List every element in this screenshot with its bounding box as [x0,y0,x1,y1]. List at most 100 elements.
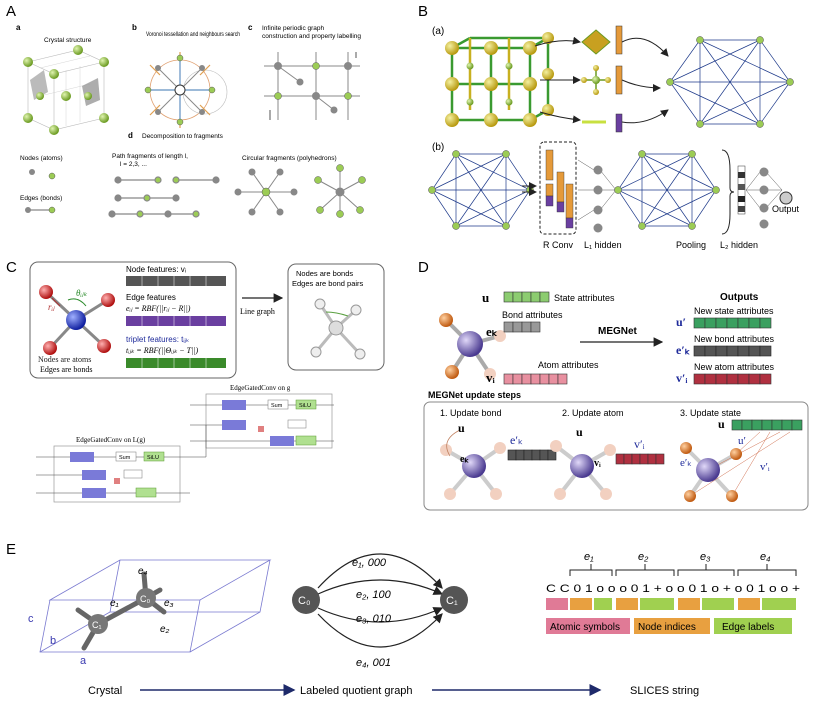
megnet-label: MEGNet [598,326,638,337]
flow-quotient: Labeled quotient graph [300,685,413,697]
circular-fragment-2 [314,164,366,218]
u-symbol: u [482,290,489,305]
rconv-label: R Conv [543,240,574,250]
edge-e4-label: e₄, 001 [356,657,391,669]
axis-a: a [80,655,87,667]
hidden-layer-2 [745,167,783,229]
step3-vector [731,419,803,431]
slices-e1: e₁ [584,551,594,563]
new-state-label: New state attributes [694,306,774,316]
new-bond-vector [693,345,772,357]
slices-braces [569,564,797,576]
egc-g-sum: Sum [271,403,283,409]
edge-e1-label: e₁, 000 [352,557,387,569]
sub-d-label: d [128,131,133,140]
voronoi-title: Voronoi tessellation and neighbours sear… [146,31,240,38]
circular-fragments-label: Circular fragments (polyhedrons) [242,155,337,162]
quotient-graph [317,553,444,648]
egc-g-box [205,393,333,449]
double-arrow [522,182,537,196]
crystal-molecule [75,571,167,651]
legend-indices: Node indices [638,622,696,633]
molecule-drawing [39,285,115,355]
state-vector [503,291,550,303]
new-atom-label: New atom attributes [694,362,775,372]
panel-a-label: A [6,3,16,20]
step1-ek: eₖ [460,454,469,465]
egc-g-title: EdgeGatedConv on g [230,384,291,392]
edges-are-bonds: Edges are bonds [40,365,92,374]
panel-b-label: B [418,3,428,20]
panel-e-label: E [6,541,16,558]
egc-lg-silu: SiLU [147,455,159,461]
slices-e4: e₄ [760,551,771,563]
graph-title-1: Infinite periodic graph [262,25,325,32]
step2-molecule [550,440,616,500]
step2-label: 2. Update atom [562,408,624,418]
slices-e3: e₃ [700,551,711,563]
sub-a-label: a [16,23,21,32]
theta-label: θᵢⱼₖ [76,288,87,298]
eij-formula: eᵢⱼ = RBF(||rᵢⱼ − R||) [126,304,191,313]
nodes-are-atoms: Nodes are atoms [38,355,91,364]
legend-edges-bg [714,618,792,634]
step3-u: u [718,417,725,431]
output-text: Output [772,204,800,214]
ek-prime: e′ₖ [676,343,691,357]
egc-lg-box [53,445,181,503]
step3-ek-prime: e′ₖ [680,457,692,469]
node-green [48,172,56,180]
legend-edges: Edge labels [722,622,774,633]
polyhedra [581,29,611,124]
rconv-vectors [539,141,577,235]
panel-c-label: C [6,259,17,276]
egc-g-blocks [190,399,334,446]
step1-vector [507,449,557,461]
panel-b: B (a) [418,3,794,250]
node-grey [29,169,35,175]
step2-u: u [576,425,583,439]
feature-vectors-a [615,25,623,133]
step3-u-prime: u′ [738,435,746,447]
node-c1 [440,586,468,614]
panel-d-label: D [418,259,429,276]
triplet-features-label: triplet features: tᵢⱼₖ [126,335,189,344]
vi-symbol: vᵢ [486,370,496,385]
egc-lg-blocks [36,425,207,498]
voronoi-drawing [144,52,228,128]
state-attributes-label: State attributes [554,293,615,303]
step1-label: 1. Update bond [440,408,502,418]
sub-c-label: c [248,23,253,32]
node-c1-label: C₁ [446,595,458,607]
egc-lg-sum: Sum [119,455,131,461]
edge-e2-label: e₂, 100 [356,589,392,601]
l1-hidden-label: L₁ hidden [584,240,622,250]
new-bond-label: New bond attributes [694,334,775,344]
step3-label: 3. Update state [680,408,741,418]
graph-network-b2 [614,150,720,230]
graph-network-b1 [428,150,534,230]
crystal-e3: e₃ [164,598,174,609]
pooled-vector [737,165,746,215]
slices-e2: e₂ [638,551,649,563]
flow-crystal: Crystal [88,685,122,697]
legend-atomic-bg [546,618,630,634]
step2-vector [615,453,665,465]
triplet-feature-vector [126,358,226,368]
step3-molecule [680,431,791,502]
crystal-e4: e₄ [138,566,148,577]
bond-graph-drawing [310,298,366,360]
outputs-title: Outputs [720,292,759,303]
slices-color-bar [546,598,796,610]
legend-indices-bg [634,618,710,634]
ek-symbol: eₖ [486,324,498,339]
bond-attributes-label: Bond attributes [502,310,563,320]
step1-ek-prime: e′ₖ [510,433,523,447]
vi-prime: v′ᵢ [676,371,688,385]
edge-e3-label: e₃, 010 [356,613,392,625]
step1-molecule [440,429,506,500]
edge-feature-vector [126,316,226,326]
panel-d: D u State attributes eₖ Bond attributes … [418,259,809,511]
egc-g-silu: SiLU [299,403,311,409]
step1-u: u [458,421,465,435]
